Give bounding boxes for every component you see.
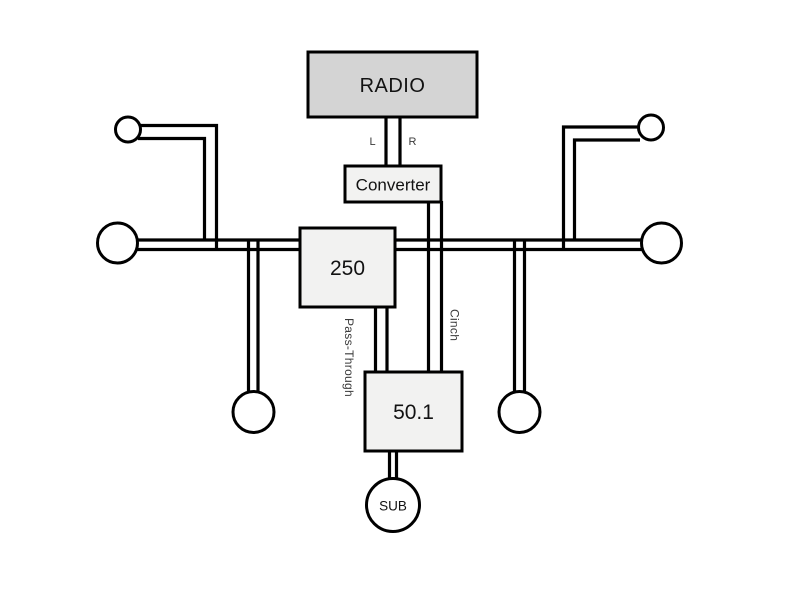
front-left-speaker-circle	[96, 221, 139, 265]
pass-through-label: Pass-Through	[342, 318, 356, 397]
cinch-wire	[426, 201, 444, 373]
amp-250-box	[298, 226, 397, 309]
right-tweeter-wire	[561, 125, 640, 251]
sub-wire	[387, 449, 399, 480]
left-tweeter-wire-line	[138, 136, 207, 242]
sub-label: SUB	[379, 499, 407, 514]
radio-label: RADIO	[360, 75, 426, 97]
amp-50-1-label: 50.1	[393, 401, 434, 424]
amp-50-1-box	[363, 370, 464, 453]
cinch-label: Cinch	[448, 309, 462, 341]
rear-left-speaker-circle	[231, 390, 276, 434]
converter-label: Converter	[356, 176, 431, 195]
right-tweeter-circle	[637, 113, 665, 142]
sub-circle	[365, 477, 421, 533]
right-channel-label: R	[409, 136, 417, 148]
front-right-speaker-circle	[640, 221, 683, 265]
pass-through-wire	[373, 306, 389, 373]
left-tweeter-wire-line	[138, 123, 219, 251]
rear-right-speaker-circle	[497, 390, 542, 434]
radio-box	[306, 50, 479, 119]
rear-right-speaker-wire	[512, 240, 527, 393]
rear-left-speaker-wire	[246, 240, 260, 393]
amp-250-label: 250	[330, 257, 365, 280]
right-tweeter-wire-line	[572, 138, 640, 242]
right-tweeter-wire-line	[561, 125, 640, 251]
left-channel-label: L	[369, 136, 375, 148]
radio-output-wires	[384, 116, 402, 168]
left-tweeter-wire	[138, 123, 219, 251]
converter-box	[343, 164, 443, 204]
left-tweeter-circle	[114, 115, 142, 144]
